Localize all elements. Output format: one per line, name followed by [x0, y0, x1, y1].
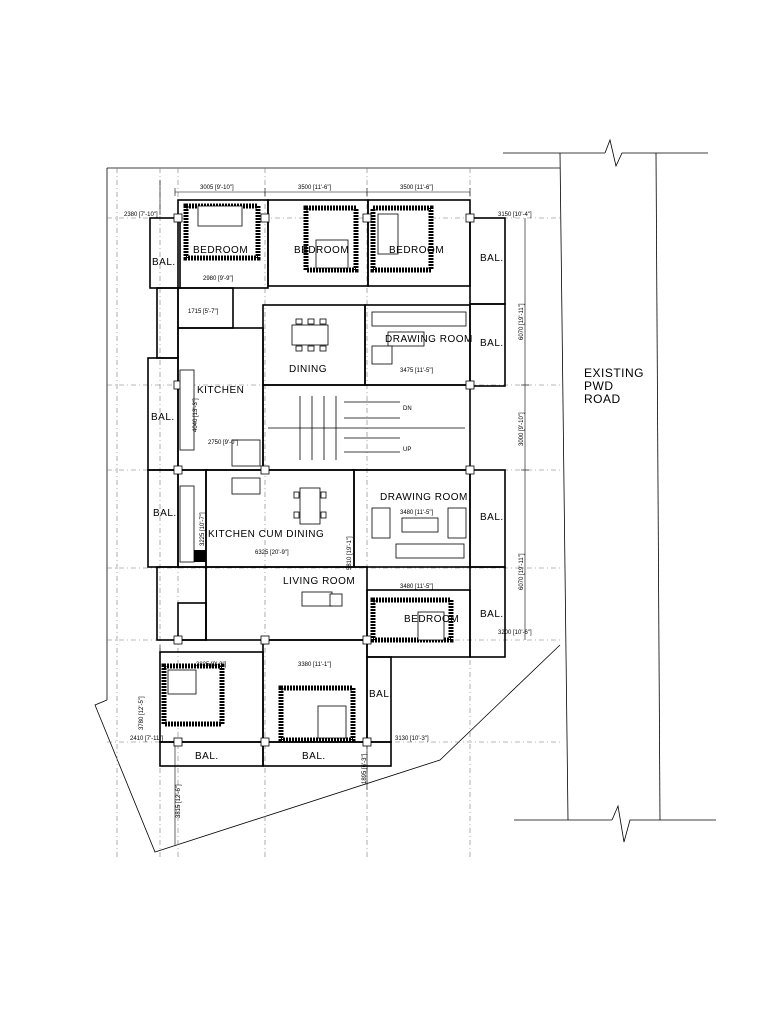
room-label-bal-right-2: BAL. [480, 338, 504, 349]
living-furniture [179, 311, 467, 607]
room-label-bal-right-3: BAL. [480, 512, 504, 523]
room-label-bedroom-2: BEDROOM [294, 245, 349, 256]
road-label-line-3: ROAD [584, 392, 621, 406]
room-label-bedroom-3: BEDROOM [389, 245, 444, 256]
dim-right-v2: 3000 [9'-10"] [519, 412, 525, 446]
stair-up-label: UP [403, 447, 411, 453]
room-label-kitchen-cum-dining: KITCHEN CUM DINING [208, 529, 324, 540]
dim-left-v-btm: 3815 [12'-6"] [176, 784, 182, 818]
room-label-bal-top-right: BAL. [480, 253, 504, 264]
road-label-line-1: EXISTING [584, 366, 644, 380]
dim-bed-r-top: 3480 [11'-5"] [400, 584, 434, 590]
room-label-bal-bottom-center: BAL. [302, 751, 326, 762]
dim-right-top: 3150 [10'-4"] [498, 212, 532, 218]
room-label-bal-top-left: BAL. [152, 257, 176, 268]
dim-kcd-v: 3225 [10'-7"] [200, 512, 206, 546]
bed-furniture [161, 203, 454, 743]
dim-bed-bl-v: 3780 [12'-5"] [139, 696, 145, 730]
room-label-bal-left-2: BAL. [151, 412, 175, 423]
room-label-drawing-room-bottom: DRAWING ROOM [380, 492, 468, 503]
room-label-bal-right-4: BAL. [480, 609, 504, 620]
dim-kitchen-v: 4040 [13'-3"] [193, 398, 199, 432]
road-label: EXISTING PWD ROAD [584, 366, 644, 406]
dim-drawing-top: 3475 [11'-5"] [400, 368, 434, 374]
dim-bed1-bottom: 2980 [9'-9"] [203, 276, 234, 282]
dim-living-v: 5810 [19'-1"] [347, 536, 353, 570]
stair-dn-label: DN [403, 406, 412, 412]
road-edges [503, 138, 716, 843]
road-label-line-2: PWD [584, 379, 614, 393]
plot-boundary [94, 167, 561, 853]
dim-top-3: 3500 [11'-6"] [400, 185, 434, 191]
staircase [268, 396, 465, 460]
room-label-bedroom-4: BEDROOM [404, 614, 459, 625]
room-label-bal-left-3: BAL. [153, 508, 177, 519]
building-walls [147, 199, 506, 767]
dim-top-2: 3500 [11'-6"] [298, 185, 332, 191]
room-label-bal-bottom-left: BAL. [195, 751, 219, 762]
dimension-labels: 3005 [9'-10"] 3500 [11'-6"] 3500 [11'-6"… [124, 185, 532, 818]
room-label-kitchen: KITCHEN [197, 385, 244, 396]
structural-columns [173, 213, 475, 747]
dim-bed-bl-top: 2825 [9'-3"] [196, 662, 227, 668]
dim-left-btm: 2410 [7'-11"] [130, 736, 164, 742]
dim-right-v3: 6070 [19'-11"] [519, 553, 525, 590]
dim-right-v1: 6070 [19'-11"] [519, 303, 525, 340]
dim-right-btm: 3200 [10'-6"] [498, 630, 532, 636]
room-label-living-room: LIVING ROOM [283, 576, 355, 587]
room-label-dining: DINING [289, 364, 327, 375]
room-label-bal-bottom-right: BAL. [369, 689, 393, 700]
dim-left-top: 2380 [7'-10"] [124, 212, 158, 218]
room-label-bedroom-1: BEDROOM [193, 245, 248, 256]
dim-right-btm2: 3130 [10'-3"] [395, 736, 429, 742]
dim-top-1: 3005 [9'-10"] [200, 185, 234, 191]
dim-kcd-w: 6325 [20'-9"] [255, 550, 289, 556]
room-labels: BEDROOM BEDROOM BEDROOM BAL. BAL. DINING… [151, 245, 504, 762]
dim-kitchen-w: 2750 [9'-0"] [208, 440, 239, 446]
dim-passage: 1715 [5'-7"] [188, 309, 219, 315]
dim-drawing-btm-top: 3480 [11'-5"] [400, 510, 434, 516]
dim-bed-bm-top: 3380 [11'-1"] [298, 662, 332, 668]
room-label-drawing-room-top: DRAWING ROOM [385, 334, 473, 345]
dim-center-v-btm: 1895 [6'-3"] [362, 753, 368, 784]
